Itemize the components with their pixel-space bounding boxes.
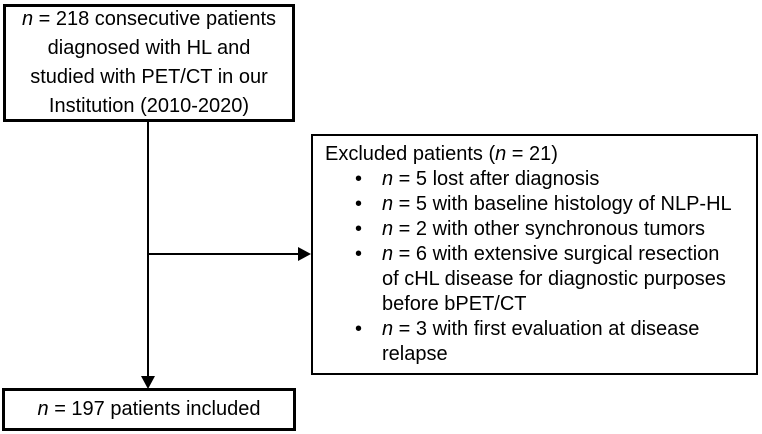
bullet-icon: • xyxy=(355,168,363,190)
excluded-item-text: = 2 with other synchronous tumors xyxy=(393,218,705,240)
enrolled-line-2: diagnosed with HL and xyxy=(47,37,251,59)
excluded-item-text-cont: before bPET/CT xyxy=(382,293,527,315)
enrolled-patients-box: n = 218 consecutive patients diagnosed w… xyxy=(3,4,295,122)
excluded-item-text: = 5 lost after diagnosis xyxy=(393,168,600,190)
n-symbol: n xyxy=(382,243,394,265)
excluded-item-text: = 5 with baseline histology of NLP-HL xyxy=(393,193,732,215)
excluded-item-text-cont: of cHL disease for diagnostic purposes xyxy=(382,268,726,290)
enrolled-line-3: studied with PET/CT in our xyxy=(30,66,268,88)
excluded-item-surgical-resection: • n = 6 with extensive surgical resection… xyxy=(355,242,750,317)
included-text: n = 197 patients included xyxy=(38,397,261,422)
enrolled-line-1: n = 218 consecutive patients xyxy=(6,5,292,34)
n-symbol: n xyxy=(37,398,49,420)
included-patients-box: n = 197 patients included xyxy=(2,388,296,431)
bullet-icon: • xyxy=(355,243,363,265)
bullet-icon: • xyxy=(355,218,363,240)
excluded-header-pre: Excluded patients ( xyxy=(325,143,496,165)
arrow-right xyxy=(148,247,311,261)
excluded-item-text: = 3 with first evaluation at disease xyxy=(393,318,700,340)
enrolled-line-1-text: = 218 consecutive patients xyxy=(33,8,277,30)
n-symbol: n xyxy=(382,218,394,240)
bullet-icon: • xyxy=(355,318,363,340)
n-symbol: n xyxy=(382,193,394,215)
excluded-item-relapse-evaluation: •n = 3 with first evaluation at disease … xyxy=(355,317,750,367)
excluded-header-post: = 21) xyxy=(506,143,558,165)
n-symbol: n xyxy=(495,143,507,165)
excluded-reason-list: • n = 5 lost after diagnosis • n = 5 with … xyxy=(325,167,750,367)
excluded-item-synchronous-tumors: • n = 2 with other synchronous tumors xyxy=(355,217,750,242)
excluded-item-lost: • n = 5 lost after diagnosis xyxy=(355,167,750,192)
enrolled-line-4: Institution (2010-2020) xyxy=(48,95,250,117)
n-symbol: n xyxy=(21,8,34,30)
arrow-down xyxy=(141,122,155,389)
excluded-patients-box: Excluded patients (n = 21) •n = 5 lost a… xyxy=(311,134,758,375)
n-symbol: n xyxy=(382,168,394,190)
n-symbol: n xyxy=(382,318,394,340)
excluded-header: Excluded patients (n = 21) xyxy=(325,142,750,167)
included-text-rest: = 197 patients included xyxy=(48,398,261,420)
excluded-item-text: = 6 with extensive surgical resection xyxy=(393,243,720,265)
bullet-icon: • xyxy=(355,193,363,215)
excluded-item-nlphl: • n = 5 with baseline histology of NLP-HL xyxy=(355,192,750,217)
excluded-item-text-cont: relapse xyxy=(382,343,448,365)
